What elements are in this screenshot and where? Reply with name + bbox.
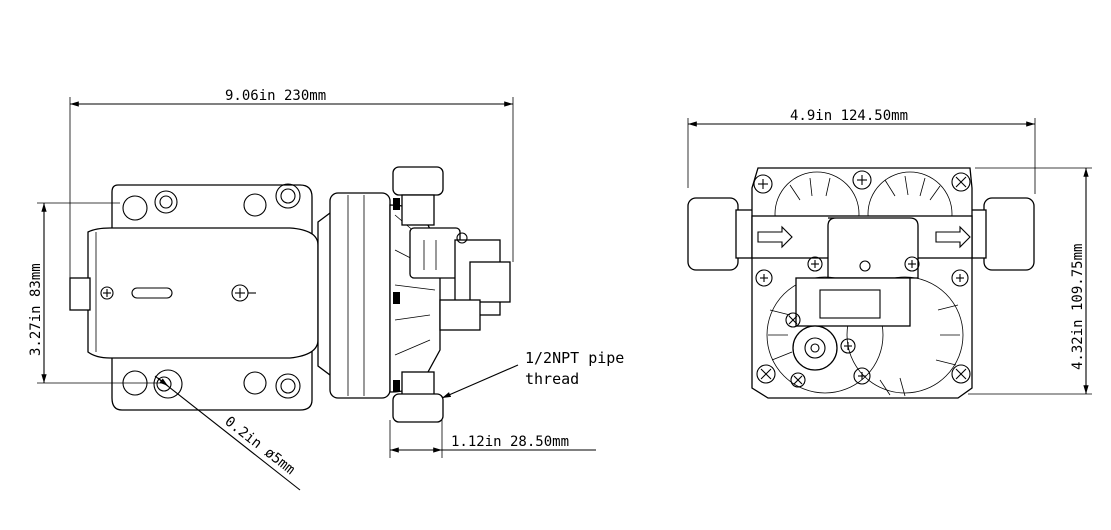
motor-body [87,227,319,359]
overall-height-label: 3.27in 83mm [28,263,44,356]
overall-length-label: 9.06in 230mm [225,88,326,104]
flow-arrows [757,225,971,249]
npt-callout-line2: thread [525,370,579,388]
right-port [961,197,1035,271]
motor-end-cap [69,277,91,311]
top-port-neck [401,194,435,226]
center-window [819,289,881,319]
front-view [687,167,1035,399]
hole-size-label: 0.2in ø5mm [222,414,298,479]
front-width-label: 4.9in 124.50mm [790,108,908,124]
lower-impeller [766,276,964,397]
switch-screw [859,260,871,272]
flange-bolts [393,198,400,392]
motor-slot [131,287,173,299]
front-screws [753,170,971,388]
bottom-port [392,393,444,423]
pump-flange [329,192,391,399]
port-offset-label: 1.12in 28.50mm [451,434,569,450]
front-height-label: 4.32in 109.75mm [1070,244,1086,370]
top-port [392,166,444,196]
pressure-switch [409,227,511,331]
left-port [687,197,761,271]
front-dimensions: 4.9in 124.50mm 4.32in 109.75mm [687,108,1092,395]
side-view [69,166,511,423]
bottom-port-neck [401,371,435,398]
center-block [795,277,911,327]
adjustment-knob [792,325,838,371]
npt-callout-line1: 1/2NPT pipe [525,349,624,367]
switch-housing [827,217,919,279]
motor-screws [100,284,256,302]
